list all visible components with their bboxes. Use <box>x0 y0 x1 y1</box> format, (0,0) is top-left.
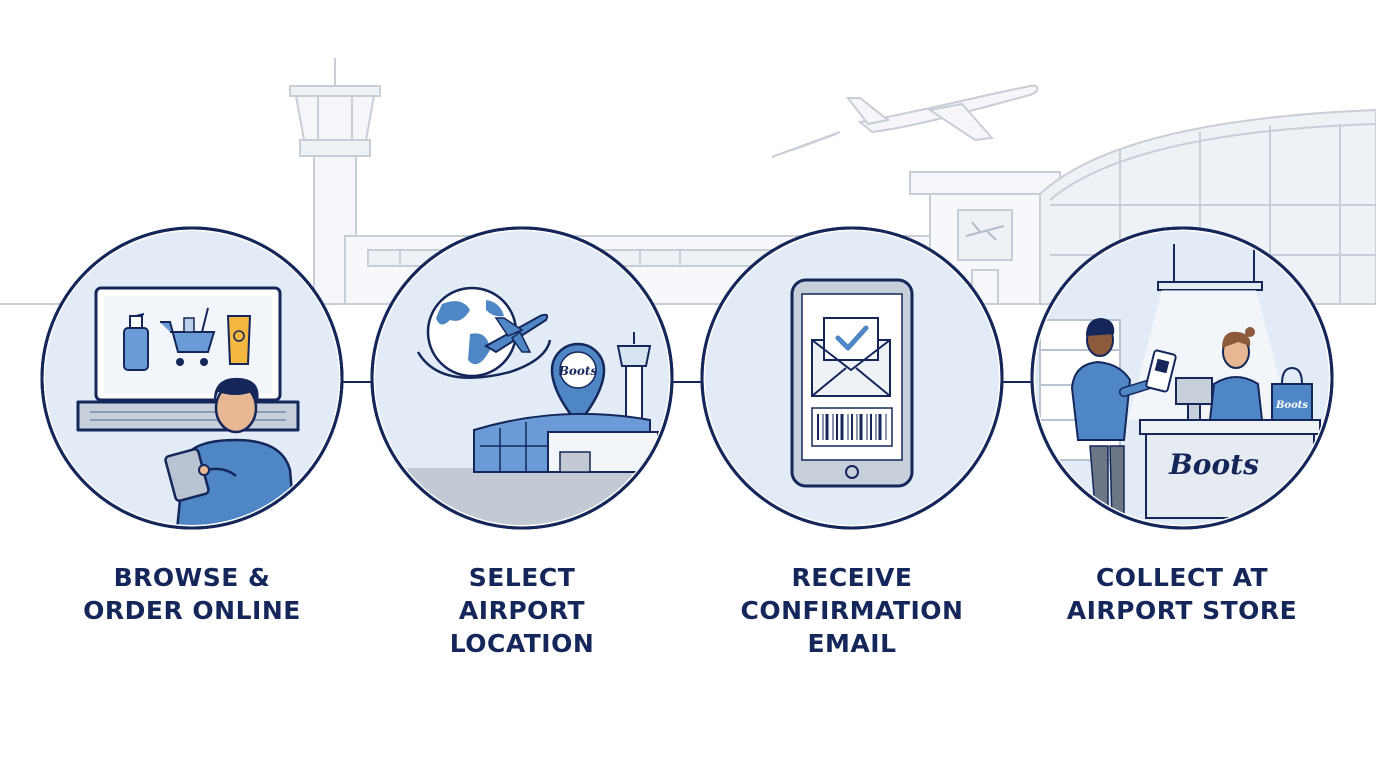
soap-bottle-icon <box>123 313 149 371</box>
step-3-label: RECEIVE CONFIRMATION EMAIL <box>702 561 1002 660</box>
step-2-select-circle: Boots <box>370 226 674 530</box>
location-pin-icon: Boots <box>550 342 606 426</box>
email-envelope-icon <box>811 317 891 397</box>
terminal-building-icon <box>473 412 659 473</box>
step-2-label: SELECT AIRPORT LOCATION <box>372 561 672 660</box>
shopping-cart-icon <box>160 307 216 366</box>
step-1-label-line-2: ORDER ONLINE <box>83 596 301 625</box>
cash-register-icon <box>1175 377 1213 421</box>
step-2-label-line-1: SELECT <box>468 563 576 592</box>
barcode-icon <box>811 407 893 447</box>
step-3-receive-circle <box>700 226 1004 530</box>
step-4-label: COLLECT AT AIRPORT STORE <box>1032 561 1332 627</box>
airplane-sky-icon <box>771 84 1039 158</box>
step-2-label-line-2: AIRPORT <box>458 596 586 625</box>
control-tower-background <box>289 58 381 305</box>
cashier-illustration <box>1208 327 1264 421</box>
step-4-label-line-1: COLLECT AT <box>1095 563 1269 592</box>
globe-icon <box>416 286 552 379</box>
step-3-label-line-3: EMAIL <box>807 629 897 658</box>
circle-rings <box>40 226 1334 530</box>
step-3-label-line-2: CONFIRMATION <box>740 596 964 625</box>
step-1-label: BROWSE & ORDER ONLINE <box>42 561 342 627</box>
step-3-label-line-1: RECEIVE <box>791 563 913 592</box>
pin-logo-text: Boots <box>558 364 598 378</box>
bag-logo-text: Boots <box>1275 400 1308 411</box>
phone-qr-icon <box>1145 349 1177 393</box>
sunscreen-tube-icon <box>226 315 252 365</box>
laptop-icon <box>76 286 300 432</box>
airplane-icon <box>484 313 549 354</box>
step-1-browse-circle <box>40 226 344 530</box>
step-4-label-line-2: AIRPORT STORE <box>1066 596 1298 625</box>
step-1-label-line-1: BROWSE & <box>113 563 271 592</box>
customer-with-phone-illustration <box>1070 318 1177 521</box>
step-2-label-line-3: LOCATION <box>449 629 595 658</box>
store-counter: Boots <box>1139 419 1321 519</box>
counter-logo-text: Boots <box>1168 448 1259 481</box>
step-4-collect-circle: Boots Boots <box>1030 226 1334 530</box>
